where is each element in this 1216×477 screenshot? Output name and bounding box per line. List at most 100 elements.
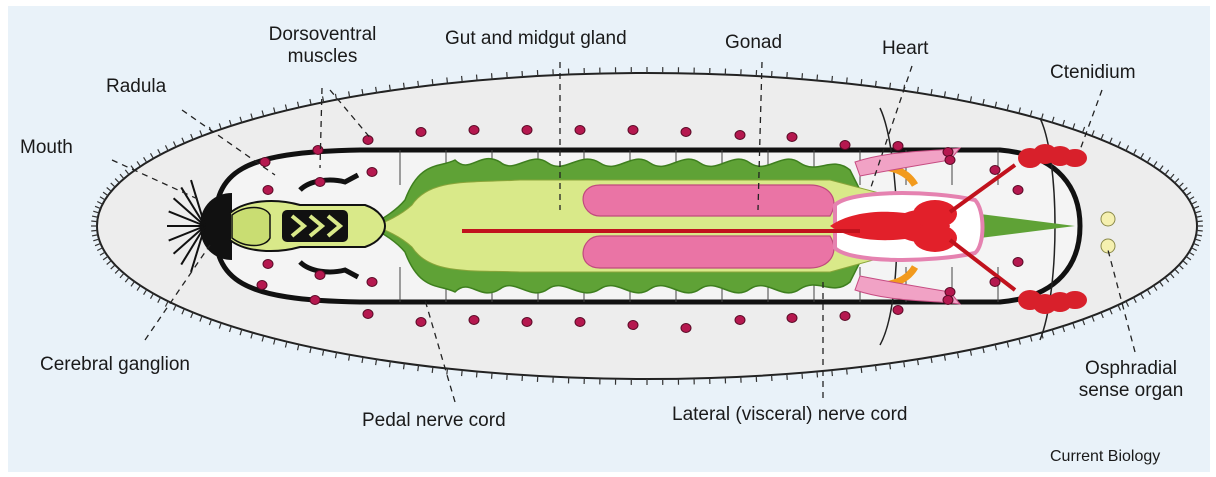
spicule (1197, 230, 1203, 231)
spicule (1133, 297, 1136, 302)
muscle-dot (893, 142, 903, 151)
gonad-upper-lobe (583, 185, 834, 216)
gonad-lower-lobe (583, 236, 834, 268)
label-osphradial-sense-organ: Osphradial sense organ (1070, 358, 1192, 402)
spicule (298, 344, 299, 350)
label-gonad: Gonad (725, 32, 782, 54)
spicule (1196, 216, 1202, 217)
spicule (432, 79, 433, 85)
spicule (1118, 142, 1121, 147)
spicule (1147, 157, 1150, 162)
muscle-dot (681, 324, 691, 333)
atrium-upper (913, 200, 957, 228)
muscle-dot (257, 281, 267, 290)
spicule (335, 94, 336, 100)
muscle-dot (367, 168, 377, 177)
spicule (230, 120, 232, 126)
spicule (1063, 120, 1065, 126)
spicule (323, 350, 324, 356)
muscle-dot (469, 316, 479, 325)
buccal-lobe (232, 208, 270, 246)
credit-current-biology: Current Biology (1050, 448, 1160, 466)
spicule (125, 170, 129, 175)
spicule (310, 347, 311, 353)
muscle-dot (522, 126, 532, 135)
spicule (173, 142, 176, 147)
spicule (418, 81, 419, 87)
spicule (817, 75, 818, 81)
spicule (1193, 206, 1199, 208)
spicule (1141, 153, 1144, 158)
muscle-dot (943, 296, 953, 305)
muscle-dot (735, 316, 745, 325)
muscle-dot (469, 126, 479, 135)
spicule (847, 77, 848, 83)
muscle-dot (313, 146, 323, 155)
spicule (1191, 201, 1196, 204)
spicule (120, 174, 124, 179)
spicule (1101, 134, 1103, 140)
spicule (1007, 342, 1008, 348)
spicule (1083, 127, 1085, 133)
muscle-dot (990, 166, 1000, 175)
spicule (240, 329, 242, 335)
spicule (1019, 107, 1020, 113)
spicule (832, 76, 833, 82)
spicule (1073, 123, 1075, 129)
spicule (1007, 105, 1008, 111)
spicule (1183, 261, 1188, 265)
spicule (462, 76, 463, 82)
spicule (230, 326, 232, 332)
spicule (173, 305, 176, 310)
muscle-dot (363, 136, 373, 145)
atrium-lower (913, 224, 957, 252)
spicule (477, 372, 478, 378)
spicule (1110, 309, 1112, 315)
label-mouth: Mouth (20, 137, 73, 159)
spicule (1133, 149, 1136, 154)
spicule (995, 102, 996, 108)
spicule (1197, 221, 1203, 222)
spicule (285, 342, 286, 348)
spicule (191, 134, 193, 140)
spicule (209, 319, 211, 325)
spicule (91, 221, 97, 222)
spicule (817, 372, 818, 378)
spicule (1165, 277, 1169, 282)
spicule (1063, 326, 1065, 332)
spicule (100, 252, 105, 255)
spicule (1195, 239, 1201, 241)
spicule (432, 367, 433, 373)
spicule (92, 235, 98, 236)
spicule (1030, 336, 1032, 342)
muscle-dot (522, 318, 532, 327)
spicule (115, 179, 119, 183)
muscle-dot (310, 296, 320, 305)
spicule (983, 99, 984, 105)
spicule (103, 192, 108, 196)
osphradium-upper (1101, 212, 1115, 226)
spicule (262, 336, 264, 342)
spicule (957, 352, 958, 358)
spicule (1101, 312, 1103, 318)
spicule (144, 157, 147, 162)
muscle-dot (945, 288, 955, 297)
spicule (970, 350, 971, 356)
muscle-dot (990, 278, 1000, 287)
spicule (274, 339, 275, 345)
spicule (125, 277, 129, 282)
spicule (1179, 183, 1183, 187)
spicule (310, 99, 311, 105)
spicule (182, 309, 184, 315)
spicule (1154, 286, 1157, 291)
spicule (137, 286, 140, 291)
spicule (91, 230, 97, 231)
spicule (111, 265, 115, 269)
muscle-dot (787, 133, 797, 142)
spicule (262, 110, 264, 116)
spicule (890, 83, 891, 89)
spicule (995, 344, 996, 350)
spicule (93, 239, 99, 241)
spicule (182, 138, 184, 144)
spicule (1154, 161, 1157, 166)
